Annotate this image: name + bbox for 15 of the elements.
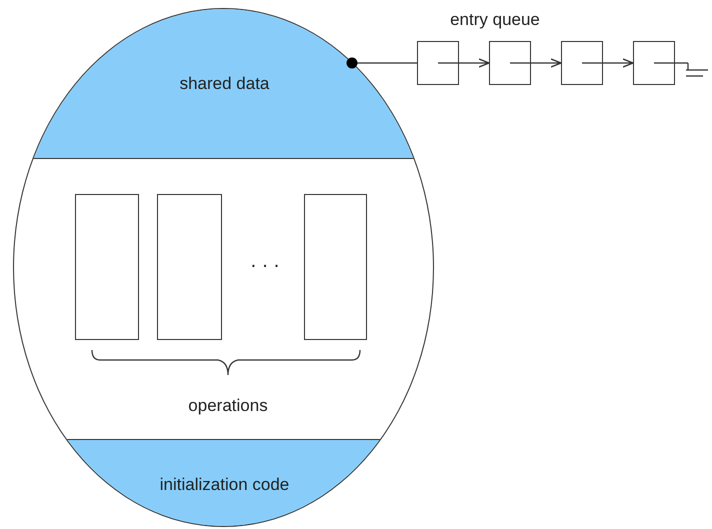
connector-arrow: [582, 58, 634, 68]
queue-box: [633, 41, 675, 85]
label-text: entry queue: [450, 10, 540, 30]
operation-box: [304, 194, 367, 340]
ellipsis: ...: [250, 250, 286, 273]
band-text: shared data: [180, 73, 270, 95]
queue-box: [489, 41, 531, 85]
operation-box: [157, 194, 222, 340]
queue-box: [417, 41, 459, 85]
connector-arrow: [510, 58, 562, 68]
band-text: initialization code: [160, 474, 290, 496]
queue-box: [561, 41, 603, 85]
label-text: operations: [188, 396, 268, 416]
operation-box: [75, 194, 139, 340]
connector-arrow: [438, 58, 490, 68]
